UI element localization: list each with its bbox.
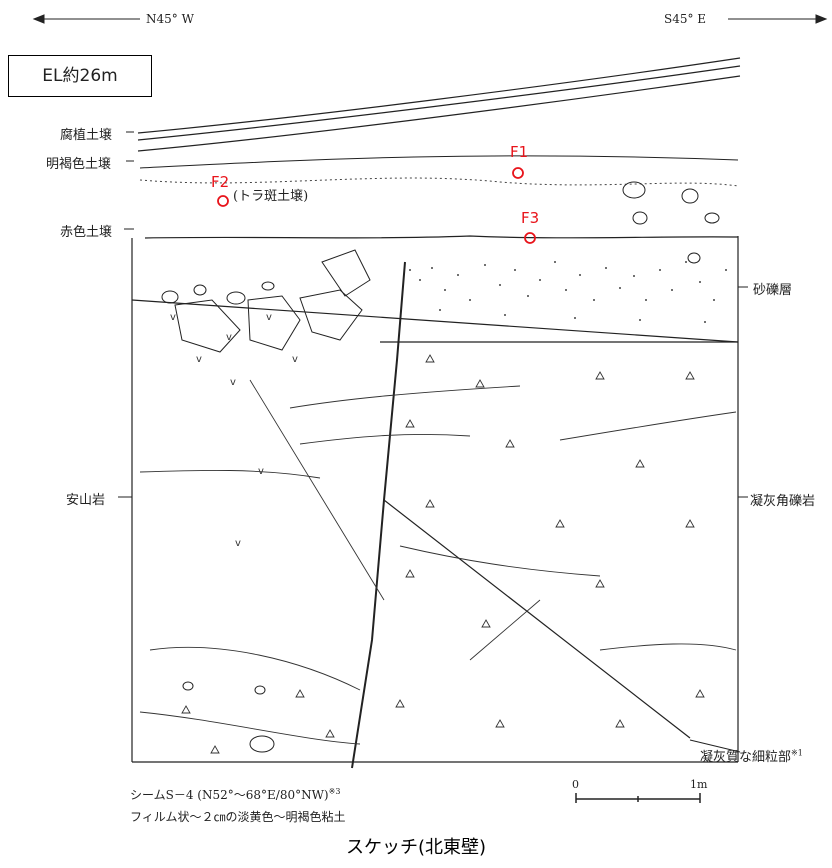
andesite-blocks: [174, 249, 371, 353]
outcrop-outline: [131, 236, 739, 763]
scale-bar-end: 1m: [690, 778, 708, 791]
pebbles: [161, 181, 720, 753]
layer-label-andesite: 安山岩: [66, 493, 106, 508]
tuff-breccia-symbols: [181, 354, 705, 754]
svg-text:v: v: [230, 377, 236, 388]
svg-text:v: v: [266, 312, 272, 323]
seam-s4-line: [351, 261, 406, 769]
layer-label-tuff-breccia: 凝灰角礫岩: [750, 494, 816, 509]
label-leaders: [118, 131, 748, 753]
layer-label-gravel: 砂礫層: [753, 283, 793, 298]
direction-arrow-right: [728, 14, 828, 24]
scale-bar: [575, 793, 701, 803]
svg-text:v: v: [292, 354, 298, 365]
svg-text:v: v: [258, 466, 264, 477]
svg-text:v: v: [226, 332, 232, 343]
sample-markers: [217, 167, 536, 244]
direction-arrow-left: [32, 14, 140, 24]
figure-caption: スケッチ(北東壁): [345, 837, 487, 858]
tiger-soil-label: (トラ斑土壌): [233, 189, 309, 204]
gravel-layer-texture: [409, 261, 727, 323]
fine-grained-boundary: [383, 499, 691, 739]
ground-surface-lines: [137, 57, 741, 152]
sample-label-f3: F3: [521, 209, 540, 227]
svg-text:v: v: [196, 354, 202, 365]
svg-text:v: v: [235, 538, 241, 549]
seam-note-line2: フィルム状～２㎝の淡黄色～明褐色粘土: [130, 810, 346, 824]
humus-boundary: [139, 155, 739, 169]
fine-grain-label: 凝灰質な細粒部※1: [700, 748, 803, 765]
red-soil-lower-boundary: [144, 235, 739, 239]
sample-label-f2: F2: [211, 173, 230, 191]
scale-bar-start: 0: [572, 778, 579, 791]
andesite-symbols: v v v v v v v v: [170, 312, 298, 549]
layer-label-humus: 腐植土壌: [60, 128, 113, 143]
direction-label-right: S45° E: [664, 12, 707, 26]
red-soil-boundary: [139, 177, 739, 187]
sample-label-f1: F1: [510, 143, 529, 161]
layer-label-red: 赤色土壌: [60, 225, 113, 240]
seam-note-line1: シームS－4 (N52°～68°E/80°NW)※3: [130, 787, 341, 802]
elevation-label: EL約26m: [8, 55, 152, 97]
svg-text:v: v: [170, 312, 176, 323]
crack-lines: [139, 379, 737, 745]
direction-label-left: N45° W: [146, 12, 194, 26]
layer-label-light-brown: 明褐色土壌: [46, 157, 112, 172]
